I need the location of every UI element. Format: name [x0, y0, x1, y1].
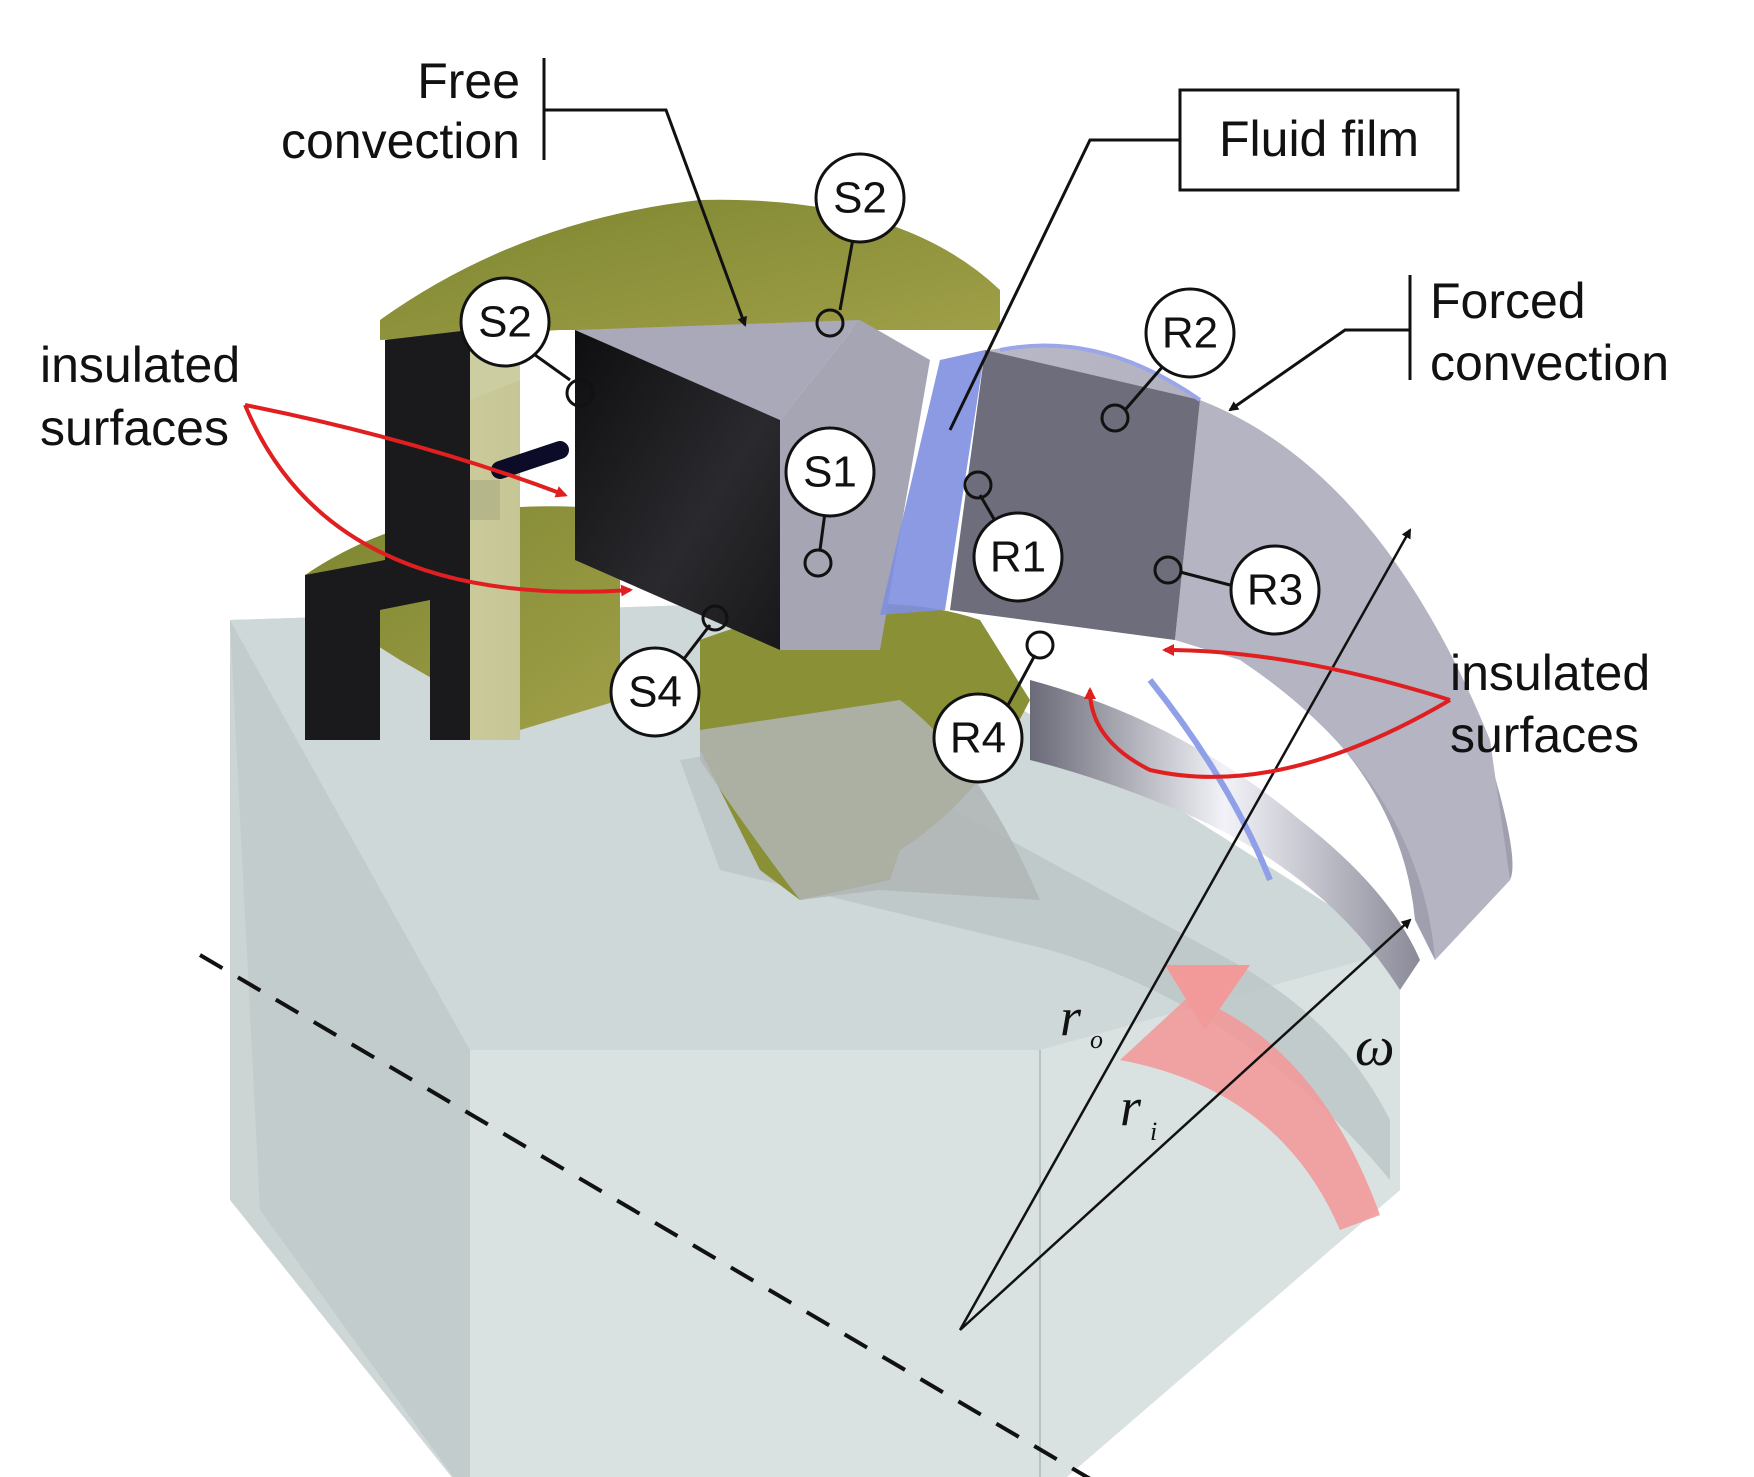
fluid-film-callout: Fluid film [1178, 88, 1460, 192]
fluid-film [880, 350, 985, 615]
sensor-s4-label: S4 [628, 668, 682, 717]
sensor-r3: R3 [1153, 544, 1321, 636]
sensor-r4-label: R4 [950, 714, 1006, 763]
r-inner-subscript: i [1150, 1117, 1157, 1146]
radius-lines [958, 528, 1412, 1331]
sensor-s4: S4 [609, 604, 729, 738]
r-inner-label: r [1120, 1077, 1142, 1137]
free-convection-label-1: Free [417, 53, 520, 109]
sensor-r2: R2 [1100, 287, 1236, 433]
free-convection-label-2: convection [281, 113, 520, 169]
sensor-r1: R1 [963, 470, 1064, 603]
sensor-s1: S1 [784, 426, 876, 578]
omega-arrow-head [1165, 965, 1250, 1030]
sensor-s2-left-label: S2 [478, 298, 532, 347]
insulated-right-arrows [1084, 644, 1452, 779]
stator-pad [575, 320, 930, 650]
insulated-left-label-1: insulated [40, 337, 240, 393]
sensor-s2-top: S2 [814, 152, 906, 338]
insulated-left-arrows [243, 403, 633, 597]
journal-surface [700, 700, 1040, 900]
stator-profile-dark [305, 330, 569, 740]
r-outer-subscript: o [1090, 1025, 1103, 1054]
forced-convection-label-1: Forced [1430, 273, 1586, 329]
omega-arrow [1120, 1000, 1380, 1230]
insulated-right-label-1: insulated [1450, 645, 1650, 701]
fluid-film-label: Fluid film [1219, 111, 1419, 167]
forced-convection-label-2: convection [1430, 335, 1669, 391]
axis-line [198, 953, 1091, 1477]
insulated-left-label-2: surfaces [40, 400, 229, 456]
sensor-s2-top-label: S2 [833, 174, 887, 223]
sensor-r1-label: R1 [990, 533, 1046, 582]
fluid-film-leader [948, 138, 1180, 431]
sensor-s2-left: S2 [459, 276, 595, 408]
omega-label: ω [1355, 1016, 1395, 1078]
sensor-r4: R4 [932, 630, 1055, 784]
sensor-r3-label: R3 [1247, 566, 1303, 615]
sensor-s1-label: S1 [803, 448, 857, 497]
sensor-r2-label: R2 [1162, 309, 1218, 358]
forced-convection-callout [1228, 275, 1412, 412]
insulated-right-label-2: surfaces [1450, 707, 1639, 763]
free-convection-callout [542, 58, 747, 327]
r-outer-label: r [1060, 987, 1082, 1047]
